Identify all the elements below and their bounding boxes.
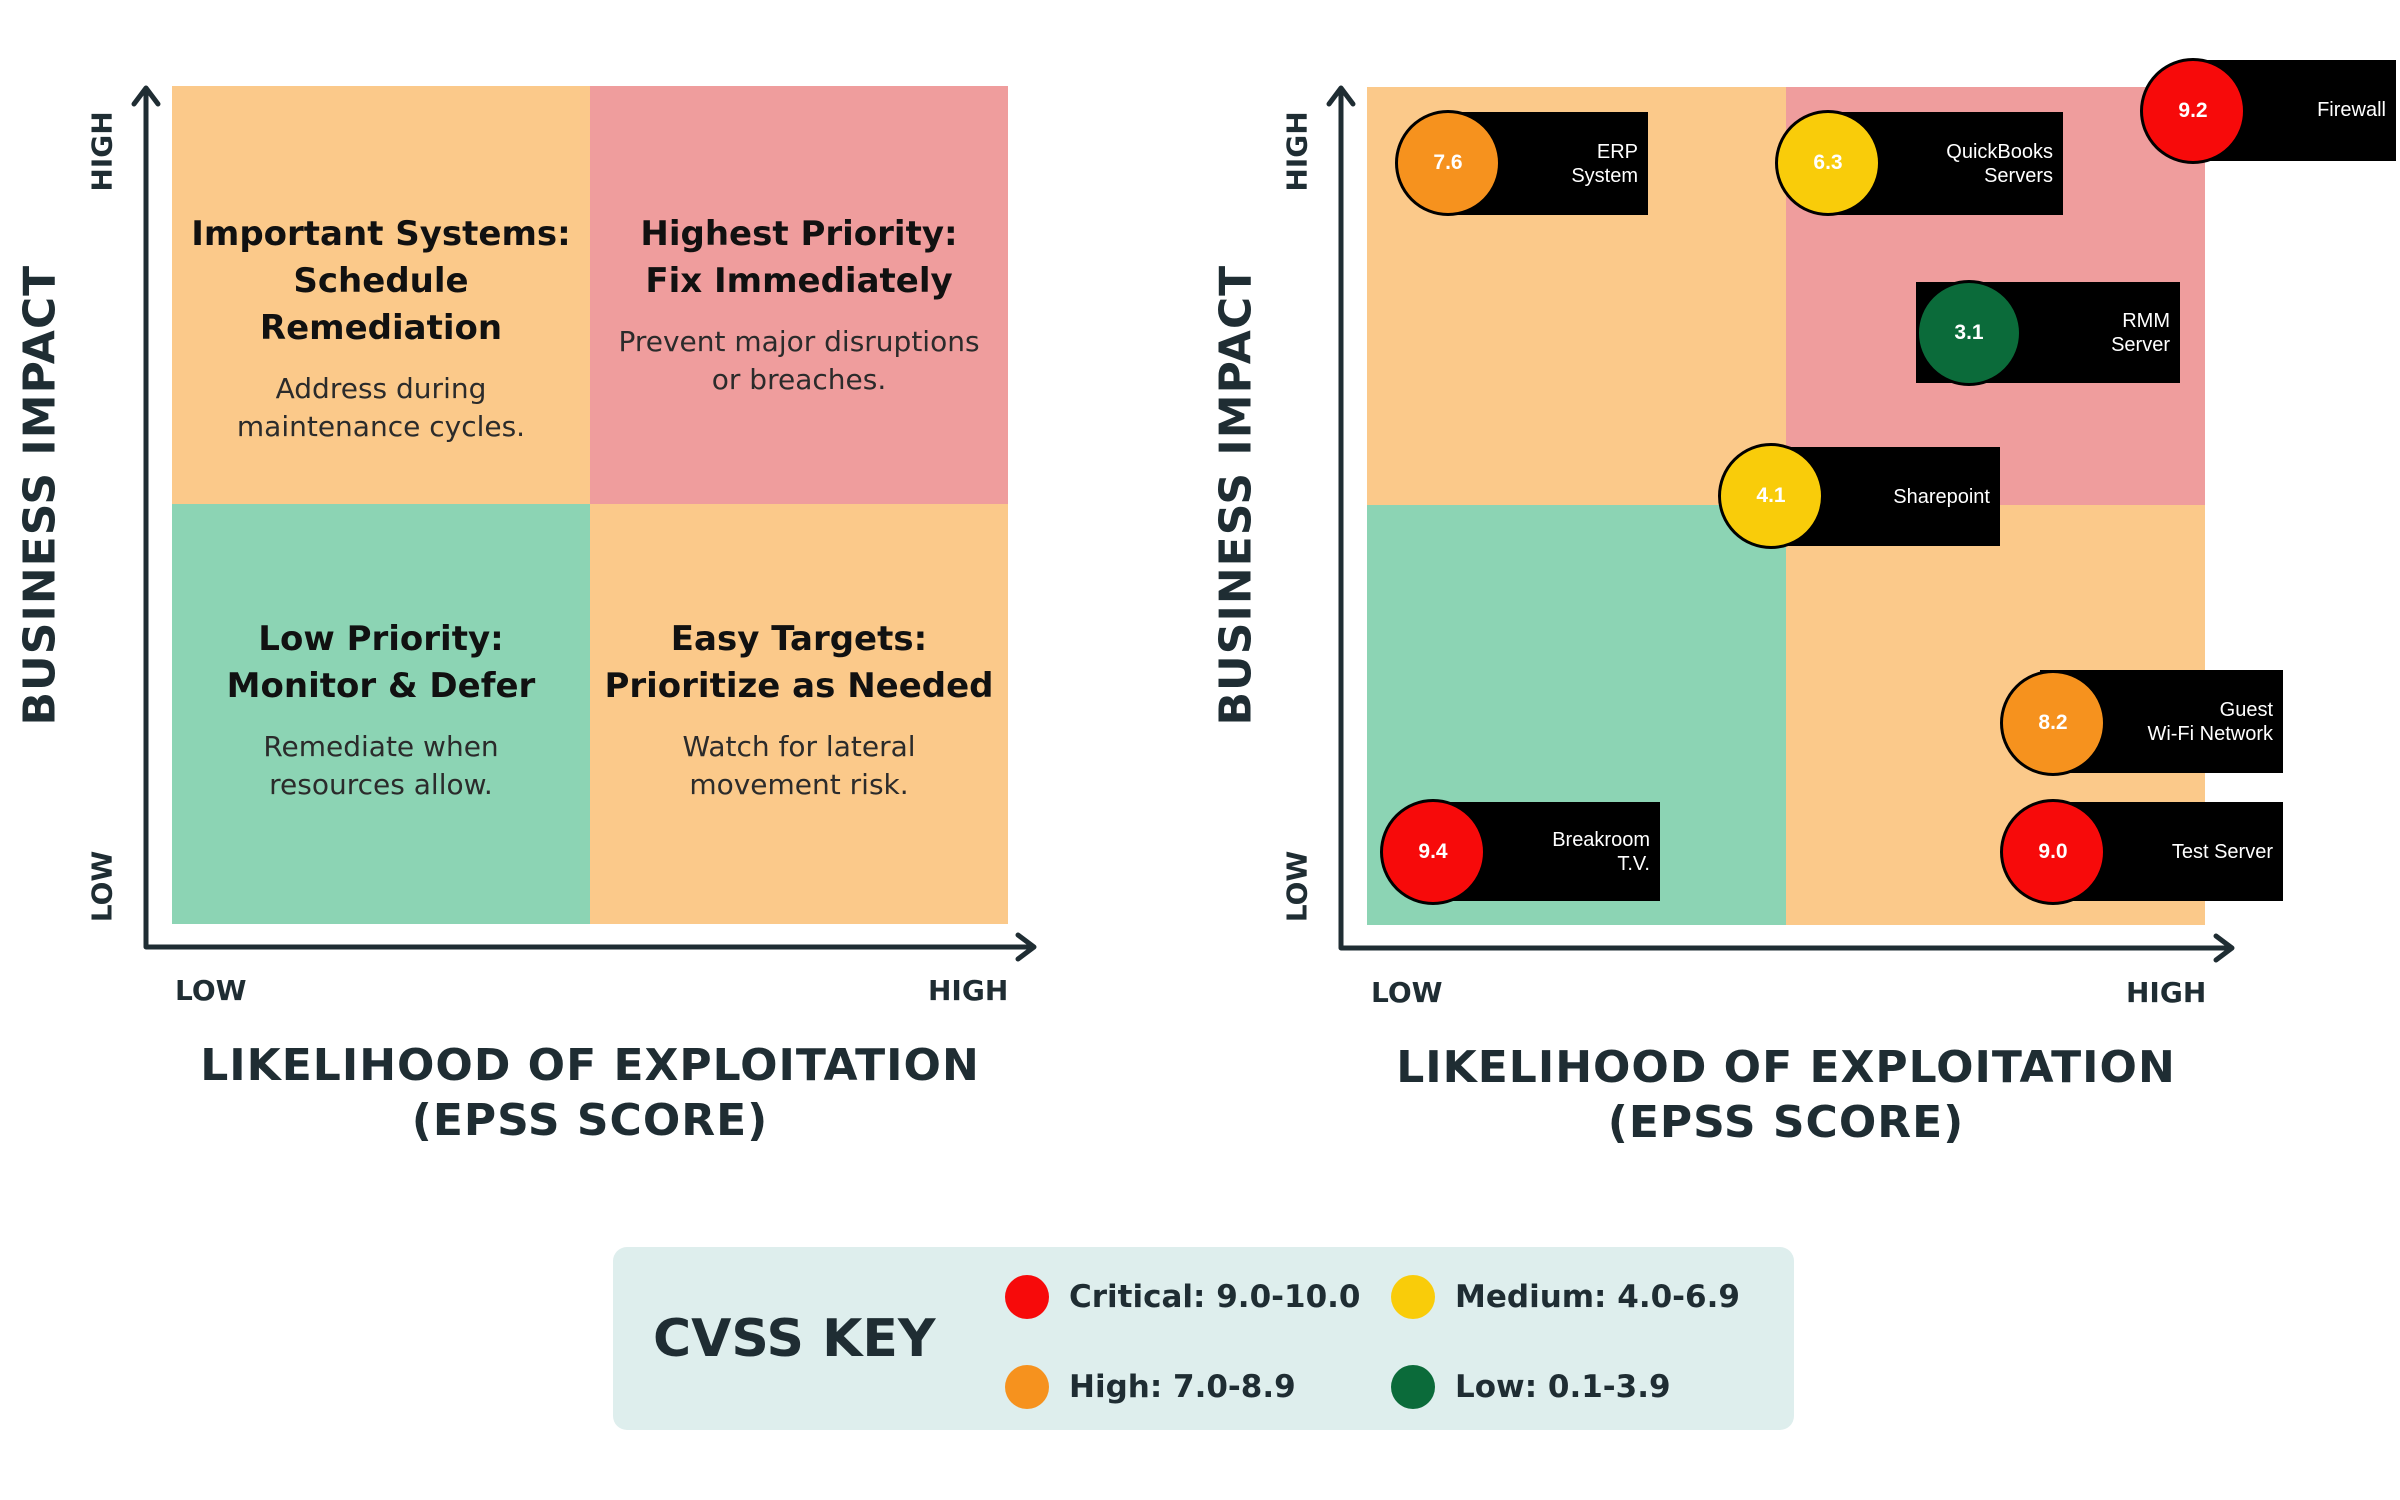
- quadrant-description: Remediate when resources allow.: [263, 730, 499, 801]
- x-axis-arrow: [2213, 933, 2235, 963]
- cvss-badge: 9.2: [2140, 58, 2246, 164]
- y-axis-line: [1338, 89, 2231, 951]
- cvss-badge: 9.4: [1380, 799, 1486, 905]
- cvss-badge: 6.3: [1775, 110, 1881, 216]
- x-axis-title: LIKELIHOOD OF EXPLOITATION (EPSS SCORE): [1396, 1042, 2176, 1148]
- critical-dot-icon: [1005, 1275, 1049, 1319]
- quadrant-title: Important Systems: Schedule Remediation: [191, 214, 571, 348]
- x-tick-low: LOW: [175, 974, 247, 1007]
- quadrant-title: Easy Targets: Prioritize as Needed: [604, 619, 994, 706]
- key-item-high: High: 7.0-8.9: [1005, 1365, 1296, 1409]
- key-item-critical: Critical: 9.0-10.0: [1005, 1275, 1361, 1319]
- quadrant-low-priority: Low Priority: Monitor & Defer Remediate …: [172, 504, 590, 924]
- left-axes: [131, 85, 1037, 962]
- x-tick-low: LOW: [1371, 976, 1443, 1009]
- key-label: Low: 0.1-3.9: [1455, 1369, 1671, 1405]
- key-item-medium: Medium: 4.0-6.9: [1391, 1275, 1740, 1319]
- low-dot-icon: [1391, 1365, 1435, 1409]
- cvss-badge: 8.2: [2000, 670, 2106, 776]
- y-axis-arrow: [1326, 85, 1356, 107]
- x-axis-title: LIKELIHOOD OF EXPLOITATION (EPSS SCORE): [200, 1040, 980, 1146]
- y-tick-low: LOW: [85, 850, 119, 923]
- cvss-badge: 4.1: [1718, 443, 1824, 549]
- quadrant-title: Low Priority: Monitor & Defer: [226, 619, 536, 706]
- y-axis-line: [143, 89, 1033, 950]
- quadrant-description: Prevent major disruptions or breaches.: [618, 325, 980, 396]
- y-axis-title: BUSINESS IMPACT: [14, 264, 66, 726]
- key-label: High: 7.0-8.9: [1069, 1369, 1296, 1405]
- key-label: Medium: 4.0-6.9: [1455, 1279, 1740, 1315]
- quadrant-description: Address during maintenance cycles.: [236, 372, 526, 443]
- quadrant-description: Watch for lateral movement risk.: [682, 730, 916, 801]
- cvss-badge: 3.1: [1916, 280, 2022, 386]
- x-tick-high: HIGH: [2126, 976, 2207, 1009]
- x-axis-arrow: [1015, 932, 1037, 962]
- y-axis-arrow: [131, 85, 161, 107]
- key-item-low: Low: 0.1-3.9: [1391, 1365, 1671, 1409]
- quadrant-important-systems: Important Systems: Schedule Remediation …: [172, 86, 590, 504]
- medium-dot-icon: [1391, 1275, 1435, 1319]
- y-tick-high: HIGH: [85, 111, 119, 192]
- cvss-key-title: CVSS KEY: [653, 1309, 936, 1369]
- cvss-badge: 9.0: [2000, 799, 2106, 905]
- quadrant-easy-targets: Easy Targets: Prioritize as Needed Watch…: [590, 504, 1008, 924]
- cvss-badge: 7.6: [1395, 110, 1501, 216]
- cvss-key: CVSS KEY Critical: 9.0-10.0 Medium: 4.0-…: [613, 1247, 1794, 1430]
- quadrant-highest-priority: Highest Priority: Fix Immediately Preven…: [590, 86, 1008, 504]
- key-label: Critical: 9.0-10.0: [1069, 1279, 1361, 1315]
- quadrant-title: Highest Priority: Fix Immediately: [640, 214, 958, 301]
- high-dot-icon: [1005, 1365, 1049, 1409]
- right-axes: [1326, 85, 2235, 963]
- x-tick-high: HIGH: [928, 974, 1009, 1007]
- y-tick-high: HIGH: [1280, 111, 1314, 192]
- y-axis-title: BUSINESS IMPACT: [1210, 264, 1262, 726]
- y-tick-low: LOW: [1280, 850, 1314, 923]
